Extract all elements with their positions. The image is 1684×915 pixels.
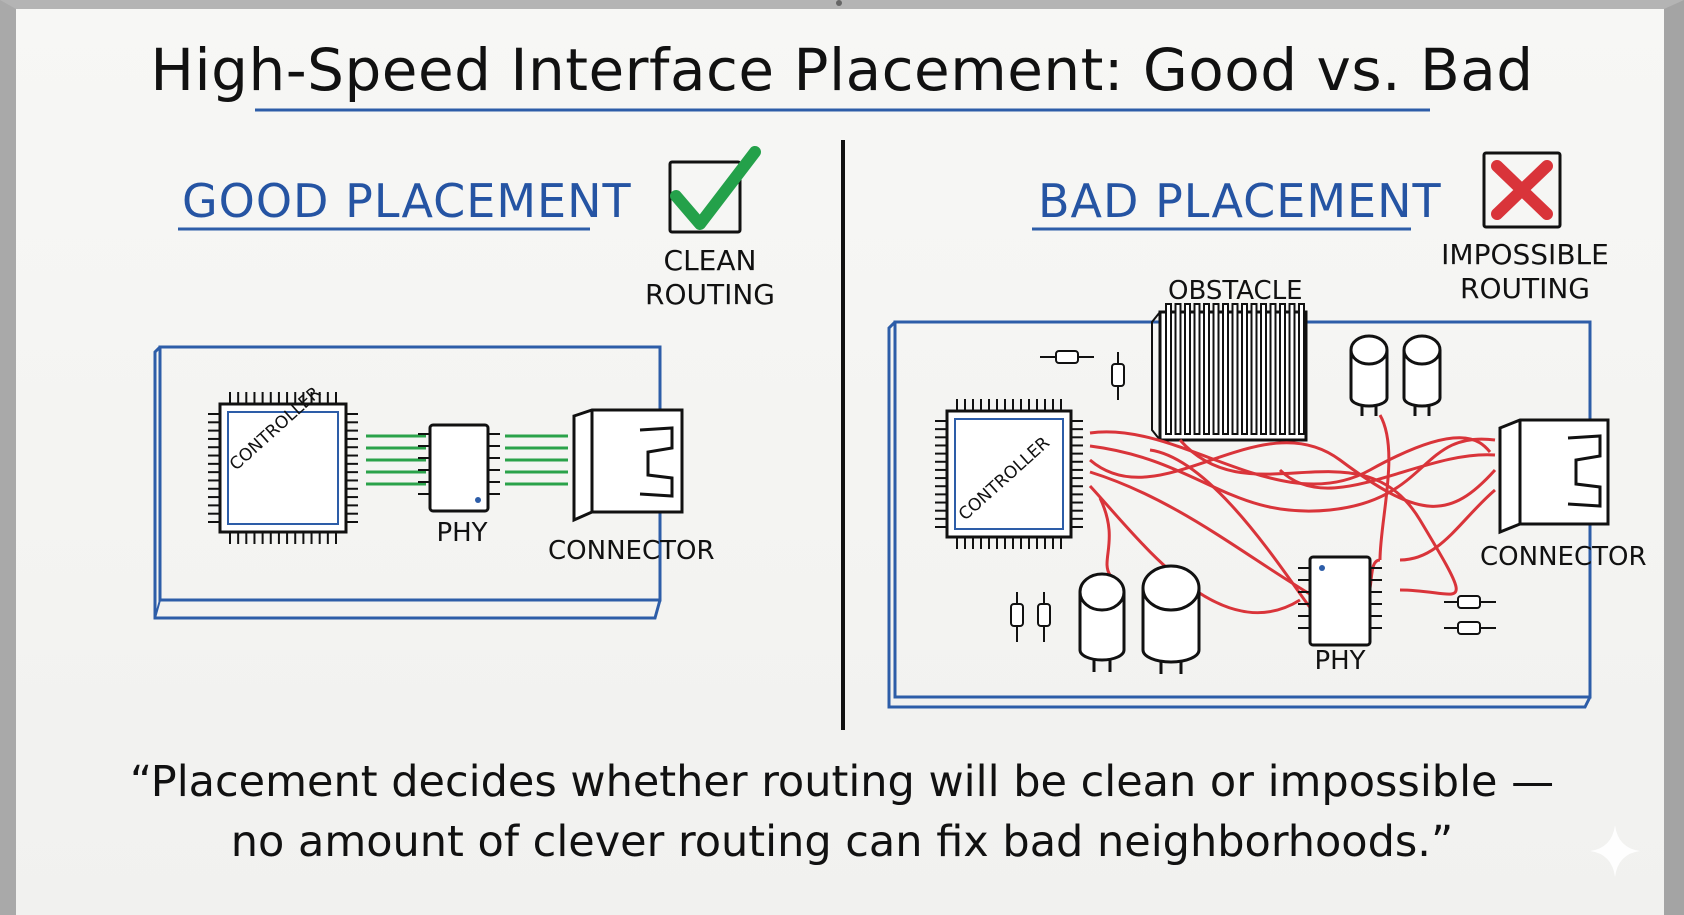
heatsink-fin <box>1288 303 1296 435</box>
bad-status-label: IMPOSSIBLE ROUTING <box>1440 238 1610 306</box>
quote: “Placement decides whether routing will … <box>0 752 1684 872</box>
bad-status-line: IMPOSSIBLE <box>1441 238 1609 271</box>
resistor-icon <box>1444 621 1496 635</box>
good-phy-label: PHY <box>436 518 488 548</box>
quote-line: “Placement decides whether routing will … <box>129 757 1555 807</box>
good-status-line: ROUTING <box>645 278 775 311</box>
resistor-icon <box>1040 350 1094 364</box>
good-traces <box>366 434 568 486</box>
good-controller-chip <box>208 392 358 544</box>
resistor-icon <box>1010 592 1024 642</box>
heatsink-fin <box>1222 303 1229 435</box>
capacitor-icon <box>1349 334 1389 416</box>
good-pcb-board <box>153 345 662 620</box>
heatsink-fin <box>1212 303 1220 435</box>
bad-connector <box>1498 418 1610 535</box>
page-title: High-Speed Interface Placement: Good vs.… <box>150 36 1534 104</box>
heatsink-fin <box>1241 303 1248 435</box>
good-connector-label: CONNECTOR <box>548 536 715 566</box>
x-mark-icon <box>1491 160 1553 220</box>
good-status-line: CLEAN <box>663 244 757 277</box>
heatsink-fin <box>1203 303 1210 435</box>
bad-controller-chip <box>935 399 1083 549</box>
capacitor-icon <box>1141 564 1201 674</box>
heatsink-fin <box>1184 303 1191 435</box>
bad-checkbox <box>1482 151 1562 229</box>
good-status-label: CLEAN ROUTING <box>630 244 790 312</box>
checkmark-icon <box>670 146 761 230</box>
good-checkbox <box>668 160 742 234</box>
capacitor-icon <box>1078 572 1126 672</box>
bad-connector-label: CONNECTOR <box>1480 542 1647 572</box>
resistor-icon <box>1111 352 1125 400</box>
heatsink-fin <box>1165 303 1172 435</box>
heatsink-fin <box>1250 303 1258 435</box>
heatsink-obstacle <box>1151 303 1308 442</box>
bad-heading: BAD PLACEMENT <box>1038 174 1442 228</box>
sparkle-icon <box>1590 825 1640 877</box>
heatsink-fin <box>1279 303 1286 435</box>
bad-phy-chip <box>1298 555 1382 647</box>
board-clip <box>836 0 842 6</box>
heatsink-fin <box>1231 303 1239 435</box>
quote-line: no amount of clever routing can fix bad … <box>230 817 1454 867</box>
bad-pcb-board <box>887 320 1592 709</box>
heatsink-fin <box>1269 303 1277 435</box>
good-heading: GOOD PLACEMENT <box>182 174 632 228</box>
resistor-icon <box>1037 592 1051 642</box>
heatsink-fin <box>1260 303 1267 435</box>
good-connector <box>572 408 684 523</box>
capacitor-icon <box>1402 334 1442 416</box>
bad-status-line: ROUTING <box>1460 272 1590 305</box>
heatsink-fin <box>1193 303 1201 435</box>
heatsink-fin <box>1298 303 1305 435</box>
bad-phy-label: PHY <box>1314 646 1366 676</box>
good-phy-chip <box>418 423 500 513</box>
resistor-icon <box>1444 595 1496 609</box>
heatsink-fin <box>1174 303 1182 435</box>
obstacle-label: OBSTACLE <box>1168 276 1303 306</box>
